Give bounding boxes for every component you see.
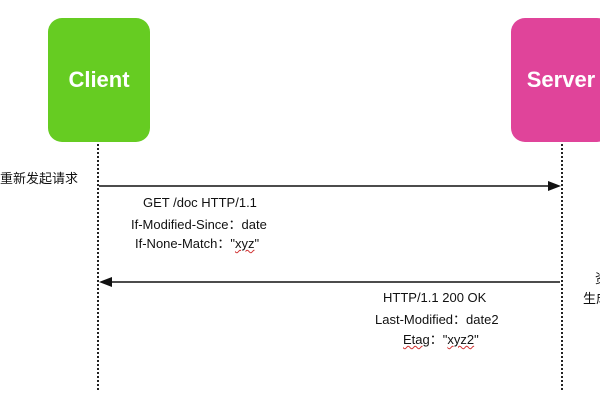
response-line-3: Etag："xyz2"	[403, 329, 479, 348]
server-lifeline	[561, 144, 563, 390]
request-etag-value: xyz	[234, 236, 255, 251]
request-line-3: If-None-Match："xyz"	[135, 233, 259, 252]
server-label: Server	[526, 67, 596, 92]
response-line-3-mid: ："	[429, 332, 448, 347]
client-lifeline	[97, 144, 99, 390]
response-etag-value: xyz2	[447, 332, 475, 347]
response-arrowhead	[99, 277, 112, 287]
request-arrowhead	[548, 181, 561, 191]
server-generate-note: 生成	[583, 291, 600, 306]
response-line-2: Last-Modified：date2	[375, 312, 499, 327]
request-line-3-suffix: "	[254, 236, 260, 251]
request-line-3-prefix: If-None-Match："	[135, 236, 235, 251]
client-label: Client	[68, 67, 130, 92]
client-actor-box: Client	[48, 18, 150, 142]
request-line-1: GET /doc HTTP/1.1	[143, 195, 257, 210]
server-actor-box: Server	[511, 18, 600, 142]
retry-request-note: 重新发起请求	[0, 171, 79, 186]
response-etag-label: Etag	[403, 332, 430, 347]
response-line-3-suffix: "	[474, 332, 479, 347]
server-note-partial: 资	[595, 268, 600, 287]
request-line-2: If-Modified-Since：date	[131, 217, 267, 232]
response-line-1: HTTP/1.1 200 OK	[383, 290, 487, 305]
